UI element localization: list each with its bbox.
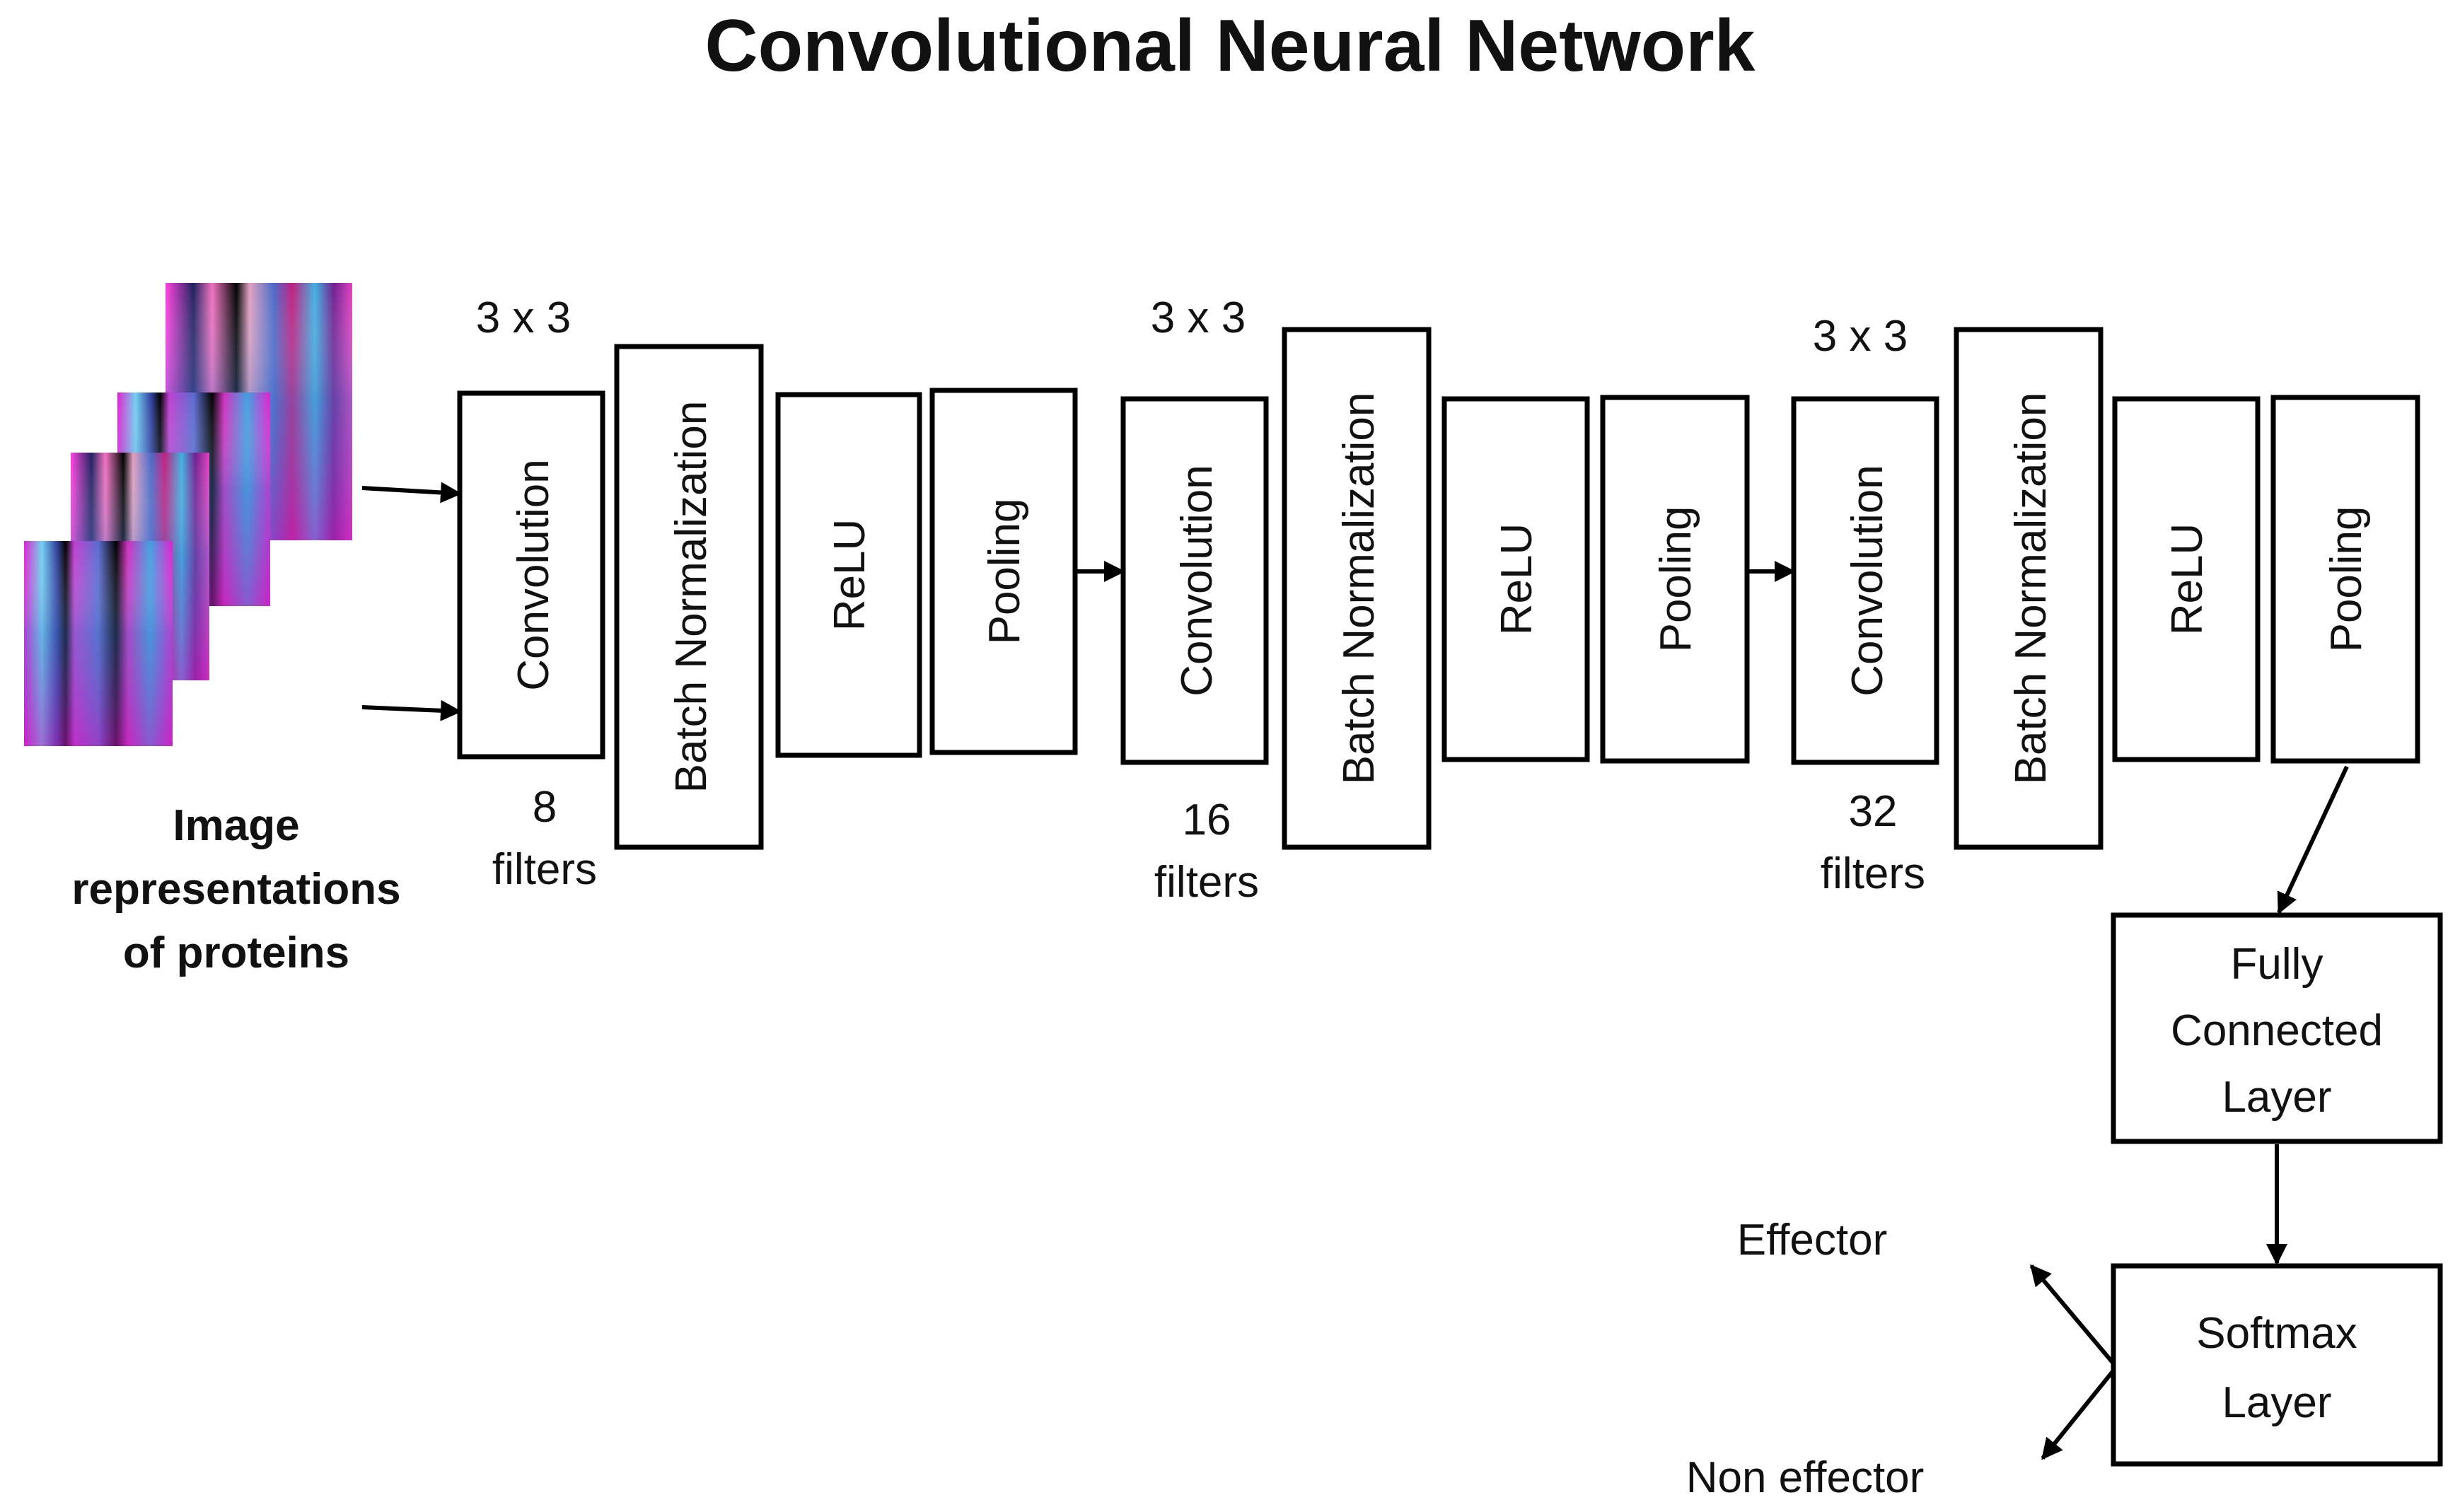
fully-connected-line-1: Fully [2231,940,2323,989]
filters-word-label: filters [492,845,597,894]
relu-label: ReLU [1492,523,1541,636]
input-caption-line-3: of proteins [123,929,349,977]
filters-word-label: filters [1154,858,1259,907]
fully-connected-line-3: Layer [2222,1073,2331,1122]
input-caption-line-1: Image [173,801,299,850]
batch-normalization-label: Batch Normalization [1335,392,1383,785]
batch-normalization-box [1282,327,1432,850]
output-effector-label: Effector [1737,1216,1888,1264]
convolution-box [1791,396,1939,765]
convolution-label: Convolution [1843,465,1892,696]
relu-box [2112,396,2261,762]
softmax-line-2: Layer [2222,1378,2331,1427]
protein-image-1 [24,541,173,746]
filters-count-label: 32 [1849,787,1898,836]
input-caption-line-2: representations [71,865,400,914]
relu-label: ReLU [2163,523,2212,636]
pooling-label: Pooling [980,499,1029,645]
protein-image-stack [24,283,352,746]
batch-normalization-label: Batch Normalization [2007,392,2055,785]
input-arrow-top [361,482,462,504]
pooling-box [2270,395,2420,764]
convolution-box [1120,396,1269,765]
relu-label: ReLU [825,519,874,632]
softmax-line-1: Softmax [2196,1309,2357,1358]
fully-connected-line-2: Connected [2171,1006,2383,1055]
convolution-label: Convolution [1173,465,1222,696]
output-non-effector-label: Non effector [1686,1453,1925,1502]
pooling-to-fc-arrow [2277,765,2349,914]
batch-normalization-box [614,344,764,850]
input-arrow-bottom [361,699,462,721]
conv-block-1: 3 x 3 Convolution Batch Normalization Re… [457,293,1078,894]
kernel-size-label: 3 x 3 [1813,312,1908,361]
filters-count-label: 16 [1183,796,1231,844]
effector-arrow [2029,1264,2116,1365]
relu-box [1441,396,1590,762]
pooling-label: Pooling [2322,506,2371,653]
convolution-label: Convolution [509,459,558,690]
batch-normalization-label: Batch Normalization [667,401,716,793]
conv-block-3: 3 x 3 Convolution Batch Normalization Re… [1791,312,2420,898]
relu-box [775,392,922,758]
kernel-size-label: 3 x 3 [1151,293,1246,342]
pooling-label: Pooling [1652,506,1700,653]
filters-word-label: filters [1821,849,1925,898]
pooling-box [1600,395,1750,764]
pooling-box [929,388,1078,755]
non-effector-arrow [2041,1369,2116,1460]
kernel-size-label: 3 x 3 [476,293,571,342]
input-caption: Image representations of proteins [71,801,400,977]
filters-count-label: 8 [533,783,557,832]
softmax-layer: Softmax Layer [2111,1263,2443,1467]
fully-connected-box [2111,912,2443,1144]
fully-connected-layer: Fully Connected Layer [2111,912,2443,1144]
softmax-box [2111,1263,2443,1467]
diagram-title: Convolutional Neural Network [704,5,1755,87]
convolution-box [457,390,605,760]
batch-normalization-box [1954,327,2104,850]
conv-block-2: 3 x 3 Convolution Batch Normalization Re… [1120,293,1750,907]
